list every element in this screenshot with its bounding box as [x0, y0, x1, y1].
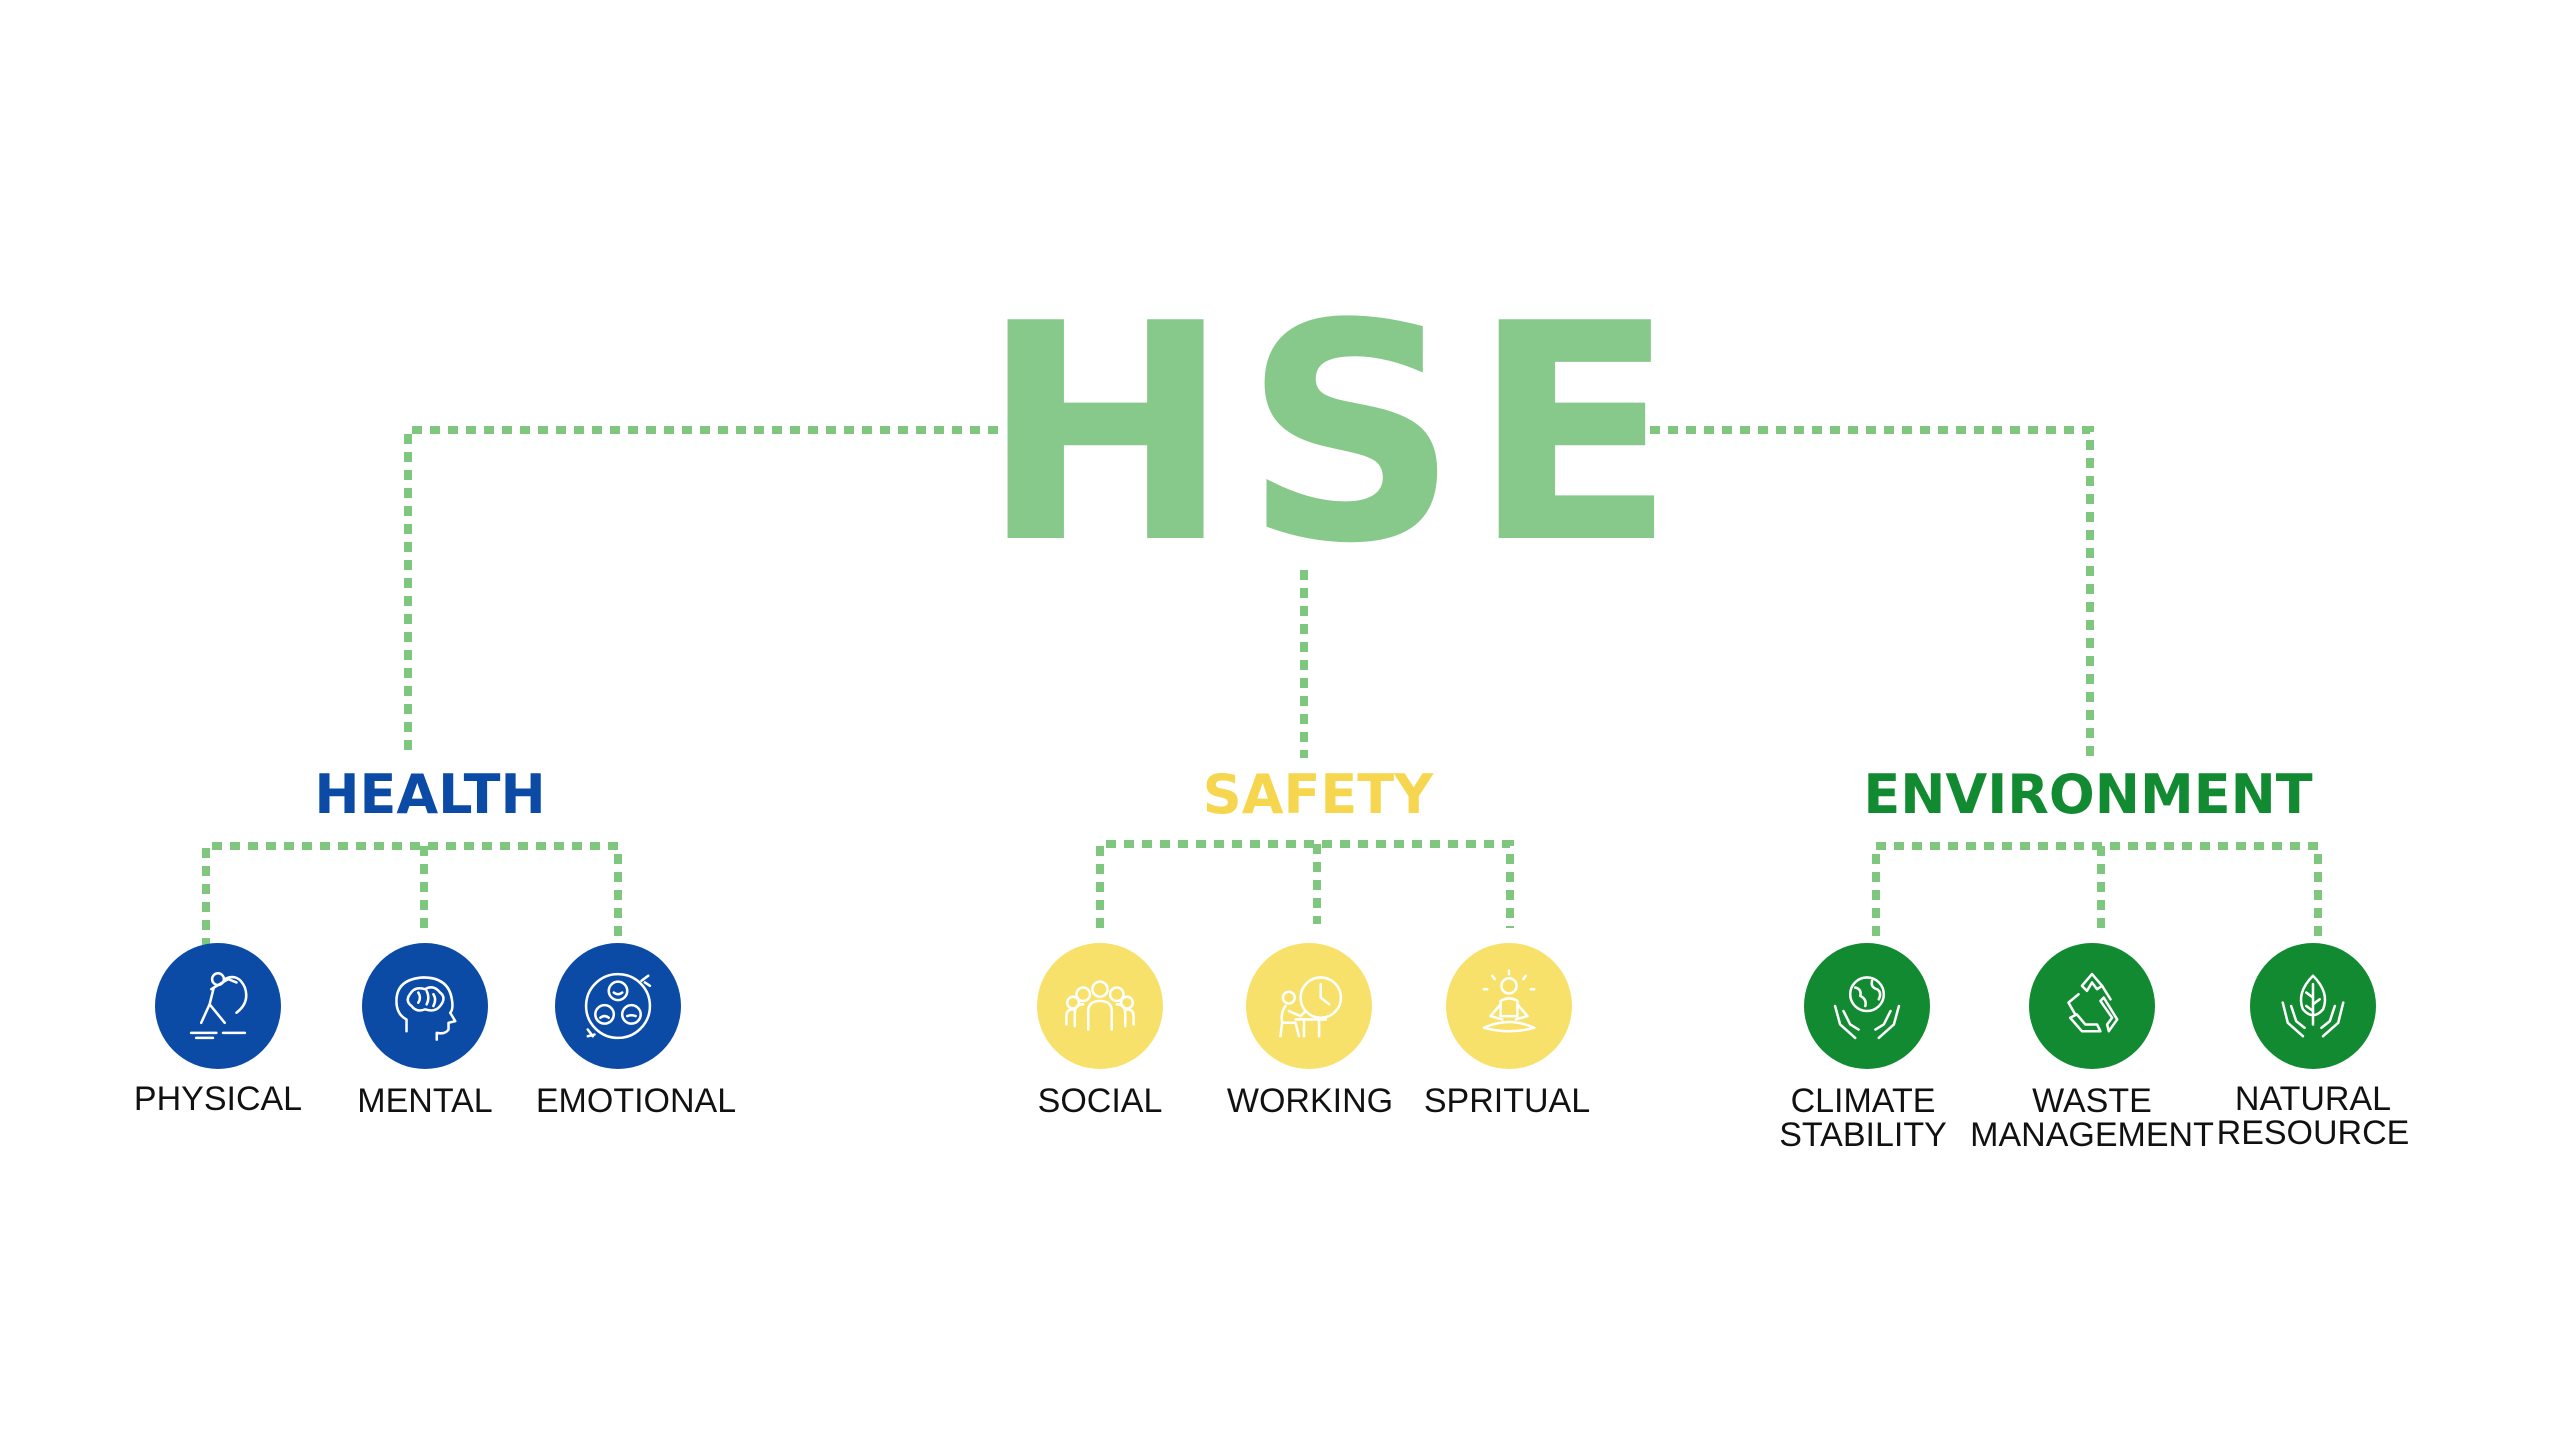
brain-icon — [395, 976, 457, 1041]
main-title: HSE — [980, 260, 1689, 609]
connector-health-sub — [202, 842, 622, 948]
group-icon — [1065, 980, 1135, 1031]
connector-safety-sub — [1096, 840, 1514, 928]
environment-waste-node — [2029, 943, 2155, 1069]
exercise-icon — [189, 971, 248, 1040]
globe-hands-icon — [1833, 976, 1901, 1040]
health-physical-node — [155, 943, 281, 1069]
meditation-icon — [1482, 969, 1536, 1033]
connector-environment-branch — [1560, 426, 2094, 758]
health-mental-node — [362, 943, 488, 1069]
health-mental-label: MENTAL — [357, 1082, 493, 1120]
category-title-safety: SAFETY — [1202, 763, 1434, 826]
recycle-icon — [2067, 972, 2119, 1033]
environment-climate-node — [1804, 943, 1930, 1069]
safety-working-label: WORKING — [1226, 1082, 1394, 1120]
environment-waste-label: WASTE MANAGEMENT — [1970, 1082, 2214, 1154]
safety-social-node — [1037, 943, 1163, 1069]
work-desk-icon — [1279, 976, 1343, 1038]
safety-spritual-label: SPRITUAL — [1423, 1082, 1591, 1120]
environment-climate-label: CLIMATE STABILITY — [1779, 1082, 1947, 1154]
safety-working-node — [1246, 943, 1372, 1069]
environment-natural-node — [2250, 943, 2376, 1069]
safety-spritual-node — [1446, 943, 1572, 1069]
health-emotional-node — [555, 943, 681, 1069]
leaf-hands-icon — [2281, 974, 2345, 1038]
health-emotional-label: EMOTIONAL — [535, 1082, 737, 1120]
environment-natural-label: NATURAL RESOURCE — [2216, 1080, 2410, 1152]
connector-health-branch — [404, 426, 998, 758]
health-physical-label: PHYSICAL — [133, 1080, 303, 1118]
category-title-health: HEALTH — [314, 763, 546, 826]
category-title-environment: ENVIRONMENT — [1863, 763, 2313, 826]
emotions-icon — [584, 972, 652, 1040]
safety-social-label: SOCIAL — [1037, 1082, 1163, 1120]
